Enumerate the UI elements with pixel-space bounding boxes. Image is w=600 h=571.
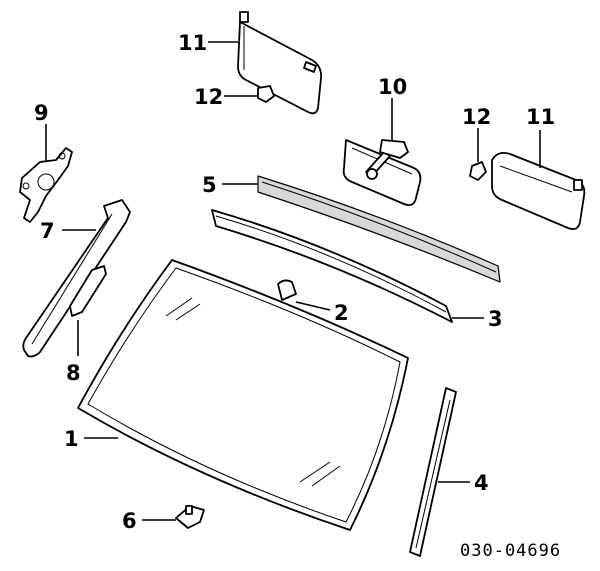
- upper-molding: [211, 209, 453, 323]
- callout-4: 4: [474, 471, 489, 495]
- callout-8: 8: [66, 361, 81, 385]
- visor-clip-left: [257, 85, 275, 103]
- glass-spacer: [175, 505, 205, 529]
- glass-stopper: [277, 279, 297, 301]
- callout-11-right: 11: [526, 105, 555, 129]
- callout-10: 10: [378, 75, 407, 99]
- windshield-glass: [77, 259, 409, 531]
- side-molding: [409, 387, 457, 557]
- callout-2: 2: [334, 301, 349, 325]
- callout-6: 6: [122, 509, 137, 533]
- diagram-id: 030-04696: [460, 541, 561, 561]
- rear-view-mirror: [342, 139, 422, 207]
- upper-weatherstrip: [257, 175, 501, 283]
- leader-2: [295, 301, 331, 311]
- mirror-bracket: [19, 147, 73, 223]
- sun-visor-right: [491, 151, 586, 231]
- callout-9: 9: [34, 101, 49, 125]
- callout-12-left: 12: [194, 85, 223, 109]
- callout-1: 1: [64, 427, 79, 451]
- callout-5: 5: [202, 173, 217, 197]
- sun-visor-left: [237, 11, 322, 115]
- pillar-pad: [69, 265, 107, 317]
- callout-7: 7: [40, 219, 55, 243]
- callout-11-left: 11: [178, 31, 207, 55]
- callout-3: 3: [488, 307, 503, 331]
- callout-12-right: 12: [462, 105, 491, 129]
- visor-clip-right: [469, 161, 487, 181]
- pillar-garnish: [22, 199, 131, 358]
